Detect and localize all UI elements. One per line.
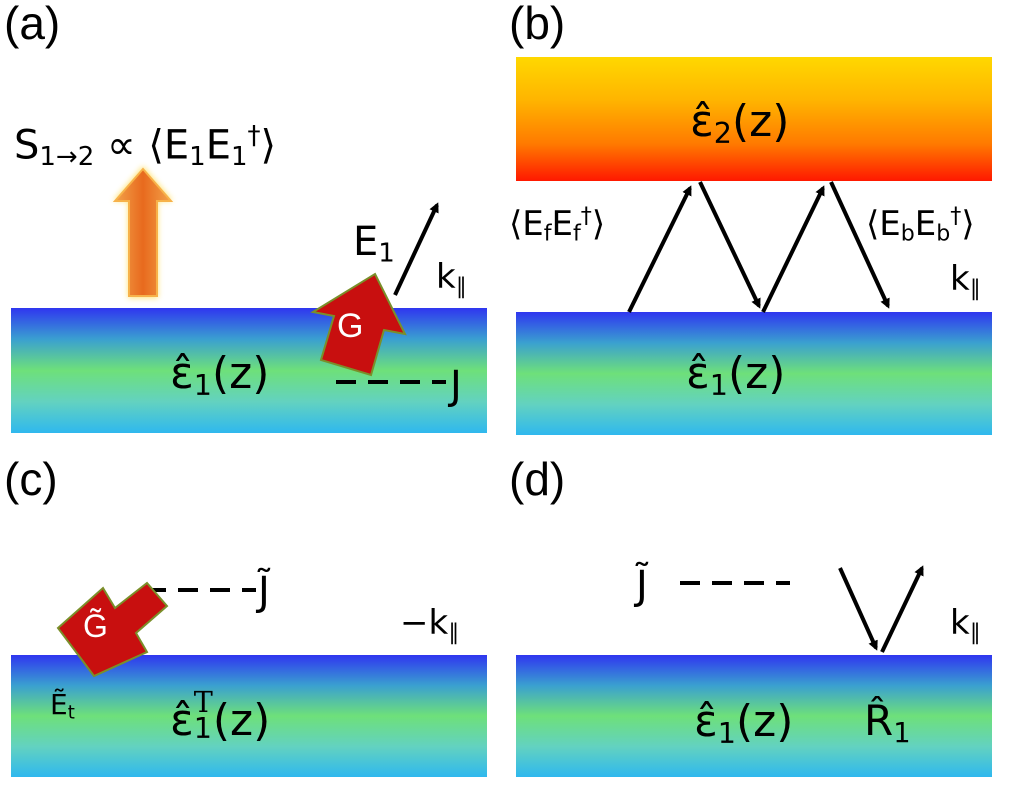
panel-b-top-medium-label: ε̂2(z)	[690, 96, 790, 151]
panel-a-medium-label: ε̂1(z)	[170, 348, 270, 403]
panel-a-green-label: G	[337, 307, 364, 345]
panel-a-medium-slab	[11, 308, 487, 433]
wave-vector-arrow-icon	[393, 202, 439, 296]
panel-b-bottom-medium-label: ε̂1(z)	[686, 348, 786, 403]
panel-a-label: (a)	[4, 0, 61, 49]
multiple-reflection-arrows	[627, 181, 890, 313]
flux-arrow-icon	[112, 166, 174, 298]
panel-d-medium-label: ε̂1(z)	[694, 696, 794, 751]
panel-a-flux-expression: S1→2 ∝ ⟨E1E1†⟩	[14, 121, 277, 172]
panel-d-label: (d)	[509, 453, 566, 505]
panel-a-wavevector-label: k∥	[436, 257, 467, 300]
panel-a-field-label: E1	[353, 219, 395, 269]
panel-b-label: (b)	[509, 0, 566, 49]
reflection-arrows	[838, 565, 924, 653]
panel-c-medium-slab	[11, 655, 487, 777]
green-function-arrow-icon	[56, 581, 169, 678]
flux-symbol: S	[14, 122, 40, 169]
panel-c-field-label: Ẽt	[50, 688, 75, 724]
panel-c-wavevector-label: −k∥	[400, 603, 460, 646]
panel-d-reflection-label: R̂1	[864, 696, 911, 749]
panel-c-green-label: G̃	[83, 608, 108, 644]
panel-a-source-label: J	[450, 363, 462, 409]
panel-c-source-label: J̃	[258, 569, 270, 615]
green-function-arrow-icon	[310, 272, 407, 377]
panel-c-label: (c)	[4, 453, 58, 505]
panel-d-medium-slab	[516, 655, 992, 777]
proportional-symbol: ∝	[106, 122, 136, 169]
panel-b-backward-correlation: ⟨EbEb†⟩	[866, 203, 975, 247]
panel-d-wavevector-label: k∥	[950, 603, 981, 646]
panel-b-forward-correlation: ⟨EfEf†⟩	[509, 203, 606, 247]
panel-d-source-label: J̃	[636, 563, 648, 609]
panel-b-wavevector-label: k∥	[950, 259, 981, 302]
panel-b-top-medium-slab	[516, 57, 992, 181]
panel-b-bottom-medium-slab	[516, 312, 992, 435]
